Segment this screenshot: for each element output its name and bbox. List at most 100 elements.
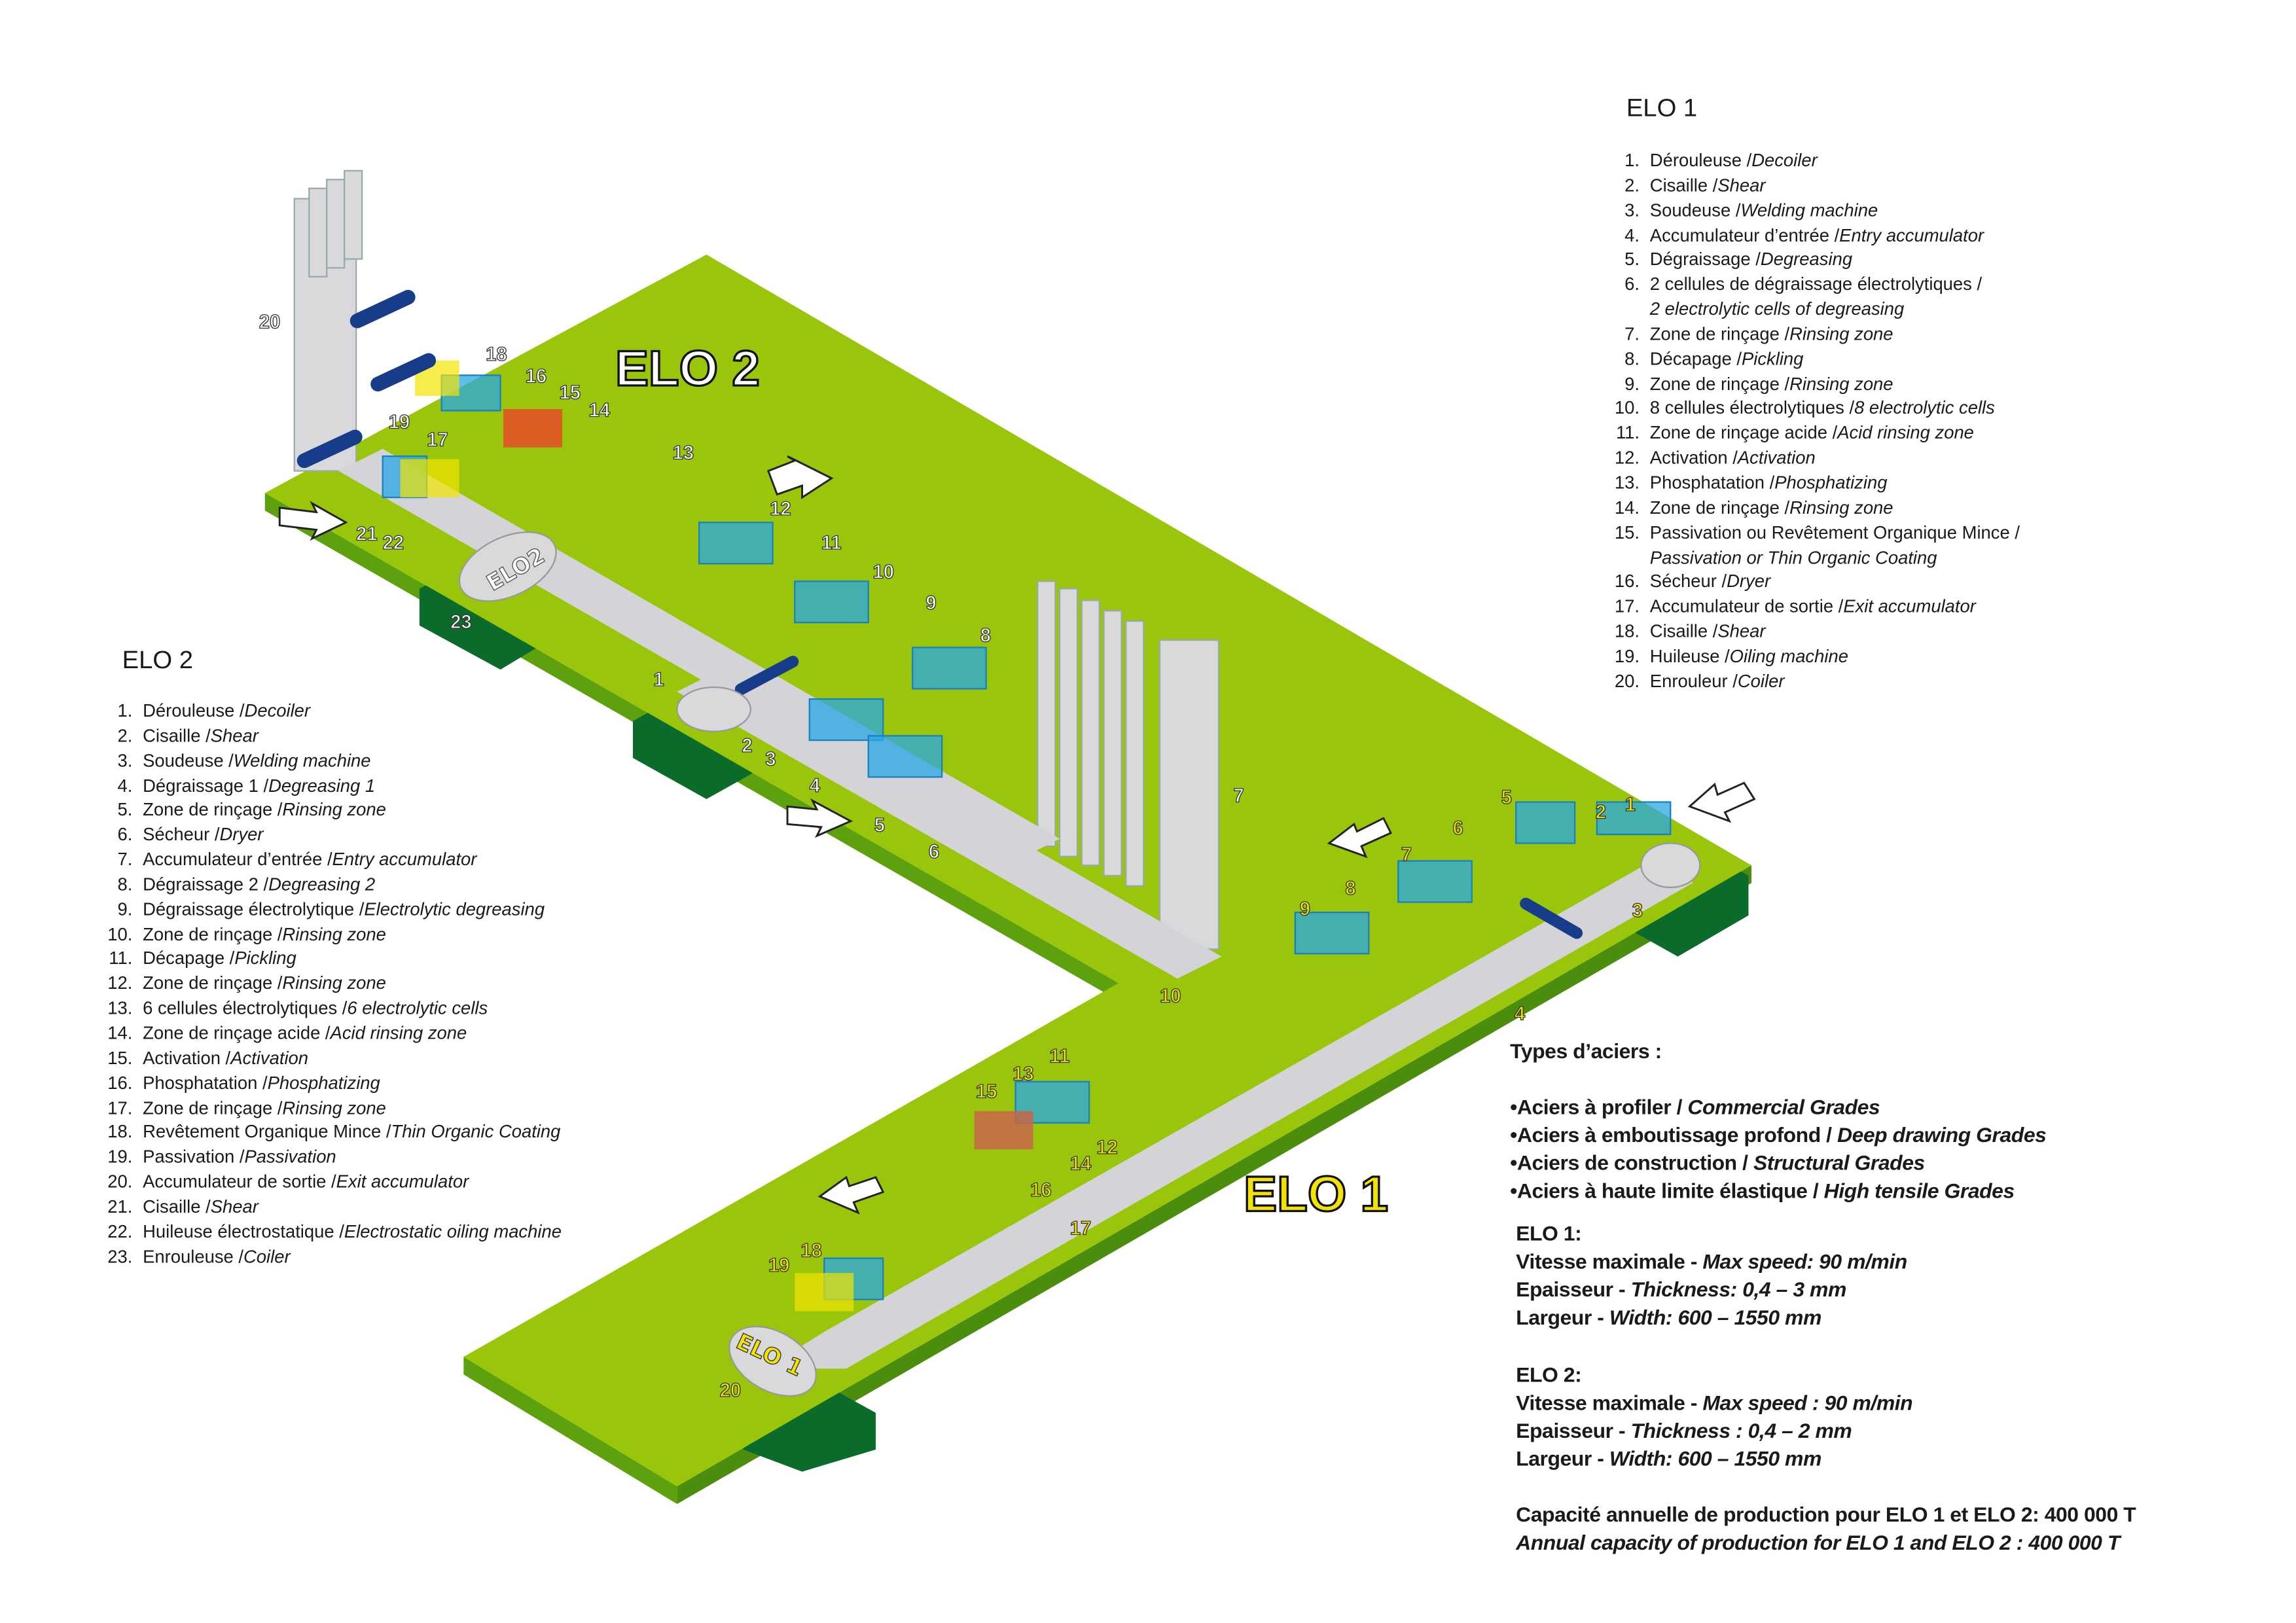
station-number-label: 13 — [673, 443, 694, 464]
elo1-decoiler — [1640, 842, 1701, 889]
item-en: Pickling — [234, 948, 296, 969]
spec-en: Width: 600 – 1550 mm — [1609, 1307, 1822, 1331]
legend-item: 1.Dérouleuse / Decoiler — [1604, 149, 2020, 173]
station-number-label: 4 — [1515, 1003, 1526, 1024]
spec-line: Epaisseur - Thickness: 0,4 – 3 mm — [1516, 1277, 1907, 1306]
station-number-label: 14 — [588, 400, 610, 421]
item-number: 15. — [1614, 522, 1640, 543]
item-fr: Zone de rinçage / — [1649, 497, 1790, 518]
item-en: Phosphatizing — [1774, 472, 1888, 493]
spec-en: Thickness: 0,4 – 3 mm — [1630, 1279, 1847, 1303]
item-fr: 2 cellules de dégraissage électrolytique… — [1649, 274, 1982, 295]
legend-item: 20.Accumulateur de sortie / Exit accumul… — [97, 1170, 562, 1195]
elo2-exit-accumulator — [293, 169, 363, 472]
legend-item: 20.Enrouleur / Coiler — [1604, 669, 2020, 694]
legend-item: 15.Activation / Activation — [97, 1046, 562, 1071]
item-number: 16. — [1614, 571, 1640, 592]
item-number: 4. — [117, 775, 133, 796]
station-number-label: 17 — [1070, 1219, 1092, 1240]
legend-item: 6.2 cellules de dégraissage électrolytiq… — [1604, 273, 2020, 298]
item-fr: Zone de rinçage acide / — [1649, 423, 1838, 444]
spec-line: Largeur - Width: 600 – 1550 mm — [1516, 1306, 1907, 1334]
legend-item: 12.Zone de rinçage / Rinsing zone — [97, 972, 562, 997]
item-number: 17. — [1614, 596, 1640, 617]
item-fr: Dégraissage 1 / — [143, 775, 269, 796]
elo2-decoiler — [676, 687, 751, 732]
station-number-label: 13 — [1013, 1064, 1034, 1085]
item-en: Passivation — [244, 1147, 336, 1168]
legend-item: 4. Dégraissage 1 / Degreasing 1 — [97, 774, 562, 798]
item-number: 8. — [117, 874, 133, 895]
item-fr: Activation / — [143, 1047, 231, 1069]
item-number: 10. — [1614, 398, 1640, 419]
station-number-label: 5 — [874, 815, 885, 836]
item-number: 11. — [109, 948, 133, 969]
legend-item: 11.Zone de rinçage acide / Acid rinsing … — [1604, 421, 2020, 446]
station-number-label: 11 — [821, 533, 842, 554]
item-en: Entry accumulator — [1839, 224, 1984, 245]
station-number-label: 18 — [486, 344, 507, 365]
item-fr: Dégraissage / — [1649, 249, 1761, 270]
item-fr: Dégraissage 2 / — [143, 874, 269, 895]
elo2-entry-accumulator — [1037, 580, 1220, 950]
item-number: 2. — [1624, 175, 1640, 196]
item-fr: Enrouleur / — [1649, 670, 1738, 692]
legend-item: 17. Accumulateur de sortie / Exit accumul… — [1604, 595, 2020, 620]
item-number: 9. — [1624, 373, 1640, 394]
item-fr: Passivation ou Revêtement Organique Minc… — [1649, 522, 2020, 543]
item-en: Phosphatizing — [267, 1072, 380, 1094]
spec-en: Max speed: 90 m/min — [1702, 1251, 1907, 1275]
station-number-label: 10 — [872, 562, 894, 583]
item-number: 5. — [1624, 249, 1640, 270]
station-number-label: 1 — [653, 669, 664, 690]
station-number-label: 9 — [925, 593, 936, 614]
legend-item: 8. Dégraissage 2 / Degreasing 2 — [97, 872, 562, 897]
item-en: Shear — [210, 1196, 259, 1217]
item-number: 2. — [117, 725, 133, 746]
legend-item: 3.Soudeuse / Welding machine — [1604, 198, 2020, 223]
item-en: Pickling — [1741, 348, 1804, 369]
legend-item: 9.Zone de rinçage / Rinsing zone — [1604, 372, 2020, 397]
legend-item: Passivation or Thin Organic Coating — [1604, 545, 2020, 570]
item-en: Shear — [1717, 621, 1766, 642]
legend-item: 10.Zone de rinçage / Rinsing zone — [97, 922, 562, 947]
item-en: Exit accumulator — [1843, 596, 1976, 617]
station-number-label: 2 — [1596, 802, 1606, 823]
item-number: 13. — [1614, 472, 1640, 493]
item-number — [1604, 297, 1640, 322]
item-en: Exit accumulator — [336, 1171, 469, 1192]
item-en: 6 electrolytic cells — [347, 997, 488, 1019]
item-fr: Accumulateur de sortie / — [1649, 596, 1844, 617]
item-en: Degreasing 2 — [268, 874, 376, 895]
item-en: Dryer — [1727, 571, 1771, 592]
item-en: Shear — [210, 725, 259, 746]
item-en: Rinsing zone — [282, 923, 386, 944]
yellow-cell — [400, 459, 459, 498]
station-number-label: 7 — [1401, 844, 1412, 865]
spec-en: High tensile Grades — [1823, 1181, 2015, 1205]
item-number: 11. — [1615, 423, 1640, 444]
item-number: 3. — [1624, 200, 1640, 221]
station-number-label: 6 — [1452, 818, 1463, 839]
elo2-specs: ELO 2: Vitesse maximale - Max speed : 90… — [1516, 1363, 1913, 1475]
legend-item: 3.Soudeuse / Welding machine — [97, 749, 562, 774]
item-en: Decoiler — [1751, 150, 1818, 171]
spec-fr: •Aciers à profiler / — [1510, 1096, 1688, 1120]
item-en: Degreasing 1 — [268, 775, 376, 796]
elo2-specs-title: ELO 2: — [1516, 1364, 1582, 1388]
item-en: Rinsing zone — [282, 973, 386, 994]
item-en: Electrolytic degreasing — [364, 899, 545, 919]
legend-item: 13.6 cellules électrolytiques / 6 electr… — [97, 997, 562, 1022]
item-fr: Zone de rinçage acide / — [143, 1022, 331, 1044]
station-number-label: 15 — [976, 1082, 997, 1103]
spec-fr: •Aciers de construction / — [1510, 1152, 1753, 1177]
capacity: Capacité annuelle de production pour ELO… — [1516, 1503, 2136, 1559]
item-number: 21. — [107, 1196, 133, 1217]
item-fr: Dérouleuse / — [1649, 150, 1752, 171]
item-number: 1. — [117, 700, 133, 721]
station-number-label: 1 — [1625, 794, 1636, 815]
direction-arrows — [278, 455, 1756, 1215]
red-cell — [503, 409, 563, 448]
legend-item: 4.Accumulateur d’entrée / Entry accumula… — [1604, 223, 2020, 248]
